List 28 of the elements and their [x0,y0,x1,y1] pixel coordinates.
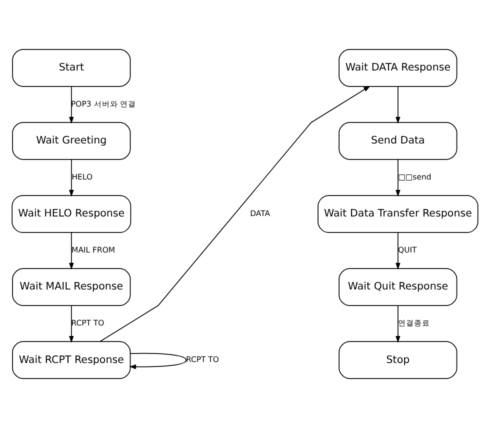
arrow [69,86,74,124]
edge-label: RCPT TO [71,318,104,328]
node-box: Wait RCPT Response [12,341,131,379]
arrow [396,159,400,197]
edge-label: QUIT [398,245,417,254]
edge-label: □□send [398,172,432,182]
node-box: Wait Quit Response [338,268,458,306]
arrow [396,232,400,270]
edge-label: RCPT TO [186,354,219,364]
edge-label: 연결종료 [398,318,430,328]
arrow [396,86,400,124]
edge-label: HELO [72,172,93,182]
arrow [69,159,74,197]
node-box: Stop [338,341,458,379]
node-box: Wait Greeting [12,122,131,160]
node-box: Wait HELO Response [12,195,132,233]
node-box: Send Data [338,122,458,160]
arrow [69,232,74,270]
arrow [69,305,74,343]
arrow [100,86,370,342]
arrow [396,305,400,343]
node-box: Wait DATA Response [338,49,458,87]
arrow [129,352,187,370]
edge-label: DATA [250,208,270,218]
edge-label: MAIL FROM [72,245,116,254]
node-box: Wait Data Transfer Response [318,195,478,233]
node-box: Wait MAIL Response [12,268,131,306]
node-box: Start [12,49,131,87]
